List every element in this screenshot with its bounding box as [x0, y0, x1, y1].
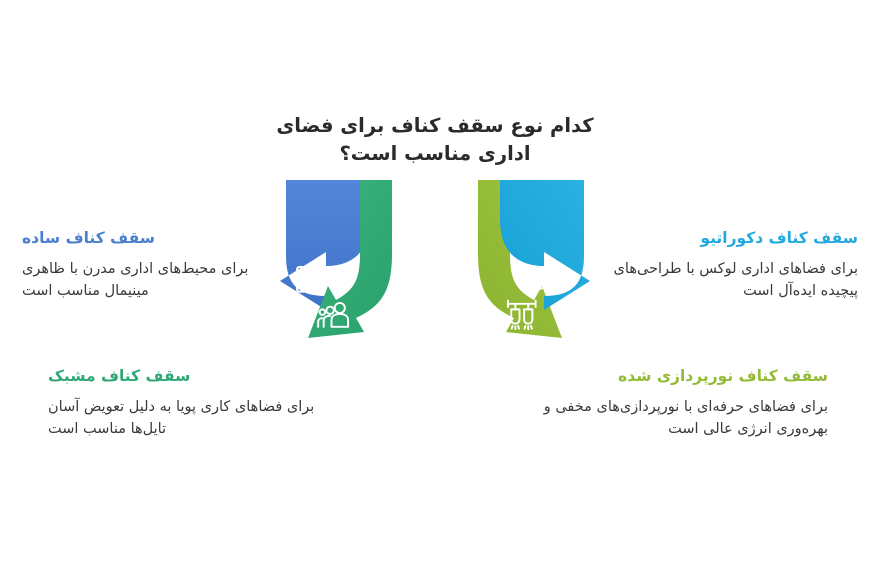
option-grid-heading: سقف کناف مشبک — [48, 367, 191, 385]
option-lighting-heading: سقف کناف نورپردازی شده — [618, 367, 828, 385]
option-lighting: سقف کناف نورپردازی شده برای فضاهای حرفه‌… — [528, 366, 828, 441]
arrow-lighting — [478, 180, 562, 338]
option-decorative-heading: سقف کناف دکوراتیو — [700, 229, 858, 247]
chandelier-icon — [537, 263, 572, 294]
pendant-lights-icon — [507, 299, 537, 331]
page-title: کدام نوع سقف کناف برای فضای اداری مناسب … — [276, 114, 594, 165]
option-grid: سقف کناف مشبک برای فضاهای کاری پویا به د… — [48, 366, 336, 441]
option-plain-heading: سقف کناف ساده — [22, 229, 155, 247]
arrow-diagram — [270, 180, 600, 380]
arrow-grid — [308, 180, 392, 338]
option-decorative-description: برای فضاهای اداری لوکس با طراحی‌های پیچی… — [613, 261, 858, 299]
option-plain: سقف کناف ساده برای محیط‌های اداری مدرن ب… — [22, 228, 280, 303]
option-decorative: سقف کناف دکوراتیو برای فضاهای اداری لوکس… — [600, 228, 858, 303]
option-lighting-description: برای فضاهای حرفه‌ای با نورپردازی‌های مخف… — [543, 399, 828, 437]
option-grid-description: برای فضاهای کاری پویا به دلیل تعویض آسان… — [48, 399, 315, 437]
floor-plan-icon — [295, 265, 329, 293]
arrow-plain — [280, 180, 370, 310]
arrow-decorative — [500, 180, 590, 310]
people-group-icon — [317, 301, 350, 328]
option-plain-description: برای محیط‌های اداری مدرن با ظاهری مینیما… — [22, 261, 249, 299]
